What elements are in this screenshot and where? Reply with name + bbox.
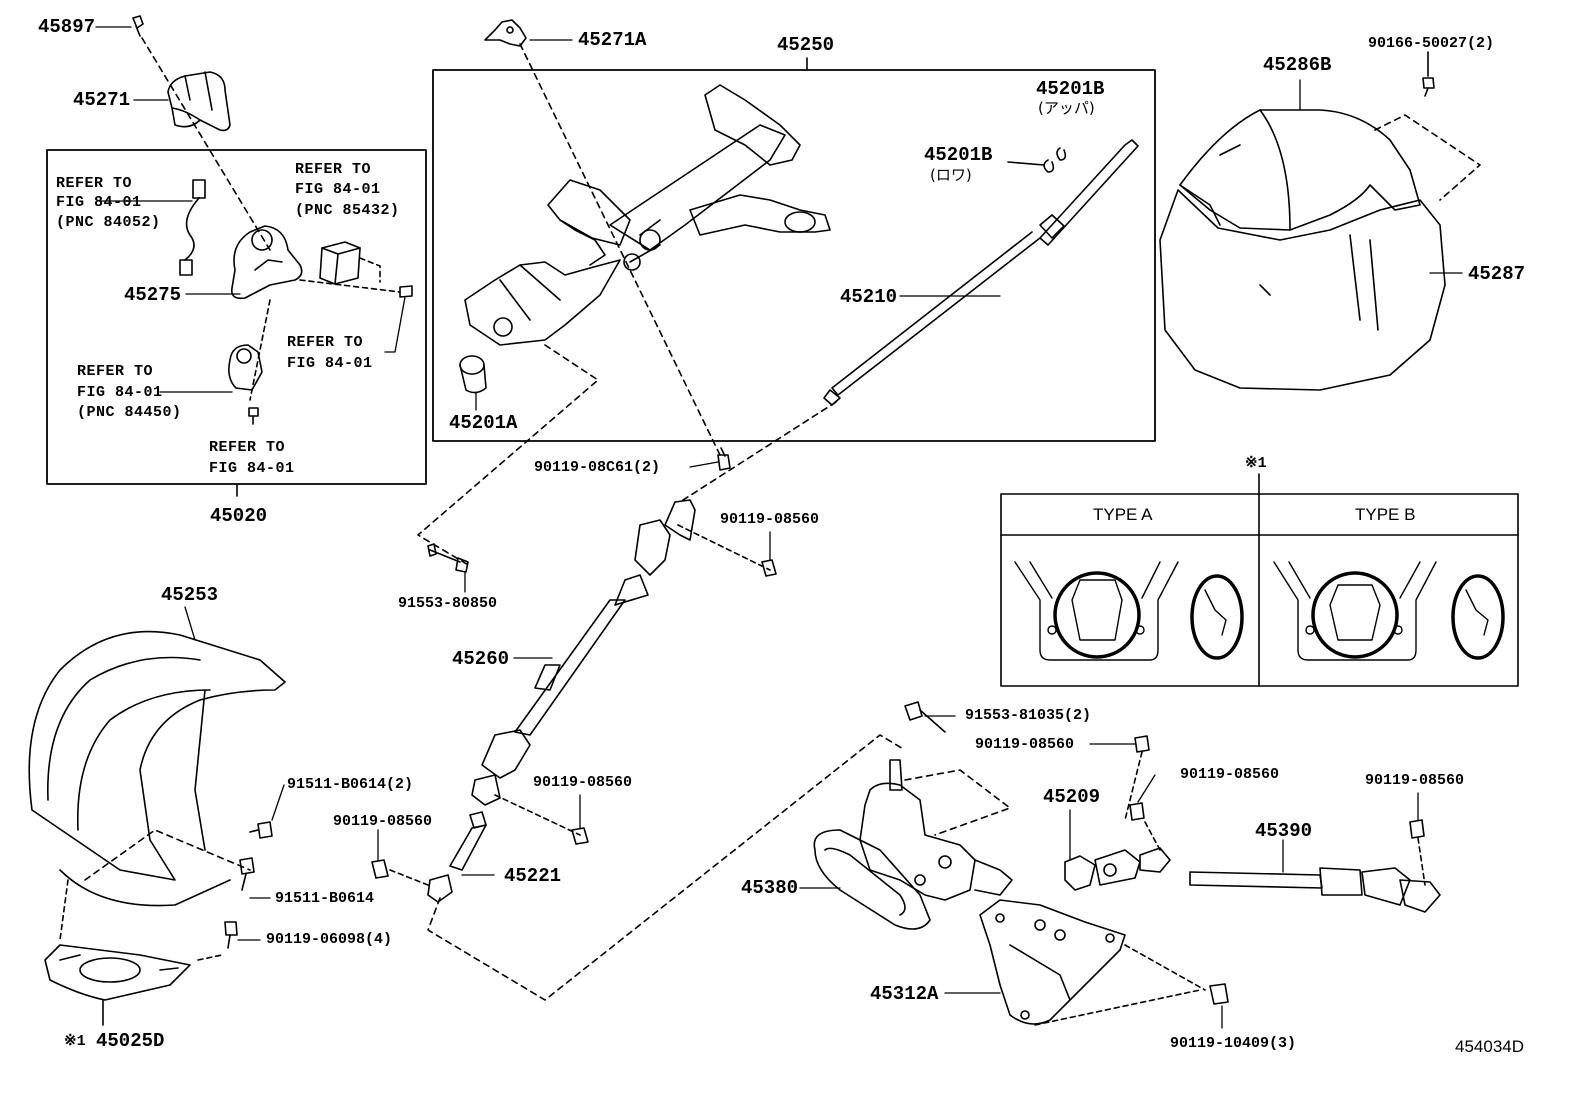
ref-3-line-1: REFER TO <box>287 334 364 351</box>
part-45025D-plate <box>44 944 191 1001</box>
ref-5-line-2: FIG 84-01 <box>209 460 295 477</box>
part-45210-shaft <box>823 139 1139 406</box>
ref-2-line-1: REFER TO <box>295 161 372 178</box>
part-45312A-bracket <box>979 899 1126 1025</box>
label-45275: 45275 <box>124 284 182 306</box>
diagram-code: 454034D <box>1455 1037 1525 1056</box>
part-45250-column <box>464 84 831 346</box>
part-45221-shaft <box>427 811 487 903</box>
ref-5-line-1: REFER TO <box>209 439 286 456</box>
part-small-screw-a <box>399 285 413 298</box>
label-91553-80850: 91553-80850 <box>398 595 498 612</box>
ref-2-line-3: (PNC 85432) <box>295 202 400 219</box>
part-immobilizer <box>228 344 263 391</box>
part-45253-cover <box>28 630 286 907</box>
part-45390-shaft <box>1189 867 1441 913</box>
ref-4-line-3: (PNC 84450) <box>77 404 182 421</box>
part-bolt-90119-08560-d <box>1134 735 1150 753</box>
type-b-header: TYPE B <box>1355 505 1416 524</box>
label-45271A: 45271A <box>578 29 647 51</box>
ref-2-line-2: FIG 84-01 <box>295 181 381 198</box>
label-91511-B0614: 91511-B0614 <box>275 890 375 907</box>
label-45201B-lower: 45201B <box>924 144 993 166</box>
part-45287-lower-cover <box>1159 189 1446 391</box>
part-45380-gearbox <box>813 759 1013 930</box>
part-45201B-clips <box>1007 147 1067 173</box>
label-45286B: 45286B <box>1263 54 1332 76</box>
label-90119-08560-e: 90119-08560 <box>1180 766 1280 783</box>
part-bolt-90119-08560-b <box>571 827 589 845</box>
part-bolt-90119-08C61 <box>717 447 731 471</box>
ref-1-line-2: FIG 84-01 <box>56 194 142 211</box>
label-45260: 45260 <box>452 648 510 670</box>
label-upper-jp: (アッパ) <box>1038 99 1095 117</box>
label-90166-50027: 90166-50027(2) <box>1368 35 1495 52</box>
part-bolt-91511-B0614 <box>239 857 255 891</box>
type-a-illustration <box>1014 561 1244 661</box>
type-table <box>1000 473 1519 687</box>
type-b-illustration <box>1273 561 1505 661</box>
label-91511-B0614-2: 91511-B0614(2) <box>287 776 414 793</box>
label-90119-08560-f: 90119-08560 <box>1365 772 1465 789</box>
ref-4-line-2: FIG 84-01 <box>77 384 163 401</box>
label-lower-jp: (ロワ) <box>930 166 972 184</box>
label-45380: 45380 <box>741 877 799 899</box>
label-45312A: 45312A <box>870 983 939 1005</box>
ref-4-line-1: REFER TO <box>77 363 154 380</box>
type-a-header: TYPE A <box>1093 505 1153 524</box>
leader-lines <box>95 26 1463 1029</box>
label-45201A: 45201A <box>449 412 518 434</box>
label-90119-10409: 90119-10409(3) <box>1170 1035 1297 1052</box>
part-bolt-90119-08560-a <box>761 559 777 577</box>
part-45209-joint <box>1064 847 1171 891</box>
label-45271: 45271 <box>73 89 131 111</box>
label-91553-81035: 91553-81035(2) <box>965 707 1092 724</box>
ref-1-line-3: (PNC 84052) <box>56 214 161 231</box>
part-45286B-upper-cover <box>1179 109 1421 231</box>
label-45287: 45287 <box>1468 263 1526 285</box>
type-table-mark: ※1 <box>1245 455 1267 472</box>
part-45275-switch <box>230 225 303 300</box>
part-45271-cover <box>167 71 231 132</box>
label-45025D-mark: ※1 <box>64 1033 86 1050</box>
label-45250: 45250 <box>777 34 835 56</box>
label-90119-08C61: 90119-08C61(2) <box>534 459 661 476</box>
part-bolt-90119-10409 <box>1209 983 1229 1005</box>
label-45210: 45210 <box>840 286 898 308</box>
part-switch-block <box>319 241 361 285</box>
part-bolt-91553-81035 <box>904 701 946 733</box>
label-45025D: 45025D <box>96 1030 165 1052</box>
part-wire-connector <box>179 179 206 276</box>
part-bolt-91553-80850 <box>427 543 469 573</box>
label-90119-08560-b: 90119-08560 <box>533 774 633 791</box>
part-small-screw-b <box>248 407 259 425</box>
part-45201A-bushing <box>459 355 487 394</box>
part-screw-90166-50027 <box>1422 77 1435 97</box>
ref-3-line-2: FIG 84-01 <box>287 355 373 372</box>
part-bolt-91511-B0614-2 <box>249 821 273 839</box>
label-45209: 45209 <box>1043 786 1101 808</box>
label-45020: 45020 <box>210 505 268 527</box>
part-bolt-90119-08560-c <box>371 859 389 879</box>
label-90119-08560-a: 90119-08560 <box>720 511 820 528</box>
box-45250 <box>432 69 1156 442</box>
part-bolt-90119-08560-f <box>1409 819 1425 839</box>
label-45201B-upper: 45201B <box>1036 78 1105 100</box>
part-bolt-90119-06098 <box>224 921 238 949</box>
label-45253: 45253 <box>161 584 219 606</box>
part-45260-shaft <box>471 499 696 806</box>
label-90119-06098: 90119-06098(4) <box>266 931 393 948</box>
label-45221: 45221 <box>504 865 562 887</box>
ref-1-line-1: REFER TO <box>56 175 133 192</box>
label-90119-08560-d: 90119-08560 <box>975 736 1075 753</box>
part-45271A-clip <box>484 19 527 47</box>
part-45897-screw <box>132 15 144 37</box>
label-45897: 45897 <box>38 16 96 38</box>
part-bolt-90119-08560-e <box>1129 802 1145 821</box>
label-45390: 45390 <box>1255 820 1313 842</box>
label-90119-08560-c: 90119-08560 <box>333 813 433 830</box>
